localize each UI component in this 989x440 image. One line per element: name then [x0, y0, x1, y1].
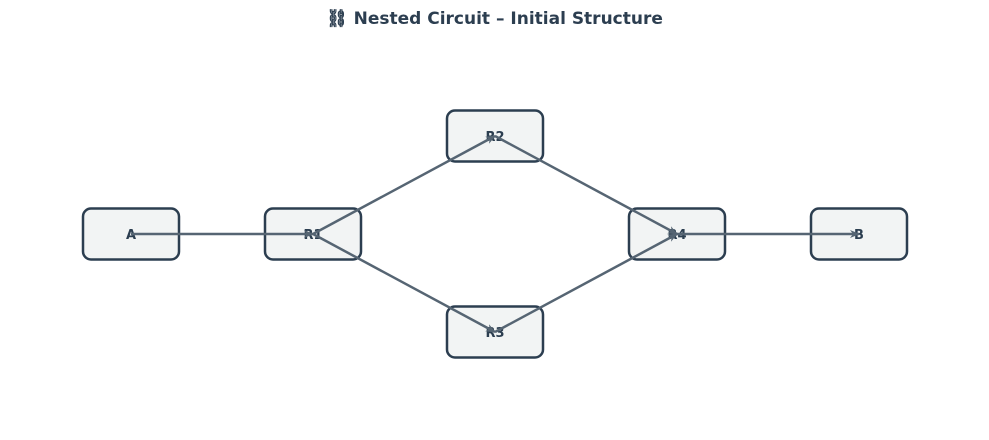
diagram-title: ⛓ Nested Circuit – Initial Structure [326, 9, 663, 29]
edge-r1-to-r3 [312, 232, 496, 334]
edge-r3-to-r4 [494, 232, 678, 334]
edge-r1-to-r2 [312, 134, 496, 236]
edges-layer [131, 134, 860, 334]
edge-r2-to-r4 [494, 134, 678, 236]
node-label: R2 [485, 130, 504, 145]
node-label: A [126, 228, 136, 243]
node-label: B [854, 228, 864, 243]
